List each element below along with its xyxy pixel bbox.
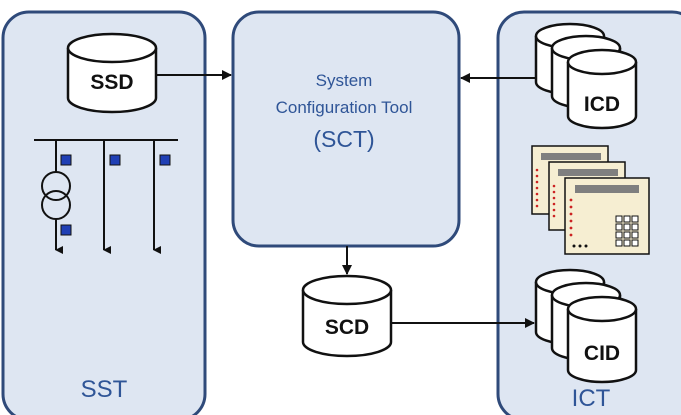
sst-label: SST — [81, 376, 128, 403]
bay-square — [159, 154, 171, 166]
single-line-diagram-icon — [34, 139, 178, 254]
ict-label: ICT — [572, 385, 611, 412]
ssd-label: SSD — [90, 71, 133, 94]
transformer-icon — [41, 171, 71, 201]
ied-device-icon — [531, 145, 650, 255]
cid-label: CID — [584, 342, 620, 365]
bay-markers — [60, 154, 171, 236]
scd-label: SCD — [325, 316, 369, 339]
bay-square — [60, 224, 72, 236]
sct-title-line1: System — [316, 71, 373, 90]
bay-square — [109, 154, 121, 166]
icd-cylinder-stack-icon — [534, 22, 638, 130]
sct-title-line2: Configuration Tool — [276, 98, 413, 117]
ied-bottom-dots — [572, 244, 588, 248]
sct-title-line3: (SCT) — [313, 126, 374, 152]
ssd-cylinder-icon: SSD — [66, 32, 158, 114]
bay-square — [60, 154, 72, 166]
flow-arrows — [157, 70, 536, 328]
sct-box: System Configuration Tool (SCT) — [231, 10, 461, 248]
ied-indicator-dots — [535, 168, 573, 237]
icd-label: ICD — [584, 93, 620, 116]
scd-cylinder-icon: SCD — [301, 274, 393, 358]
ied-keypad — [615, 215, 639, 247]
cid-cylinder-stack-icon — [534, 268, 638, 384]
